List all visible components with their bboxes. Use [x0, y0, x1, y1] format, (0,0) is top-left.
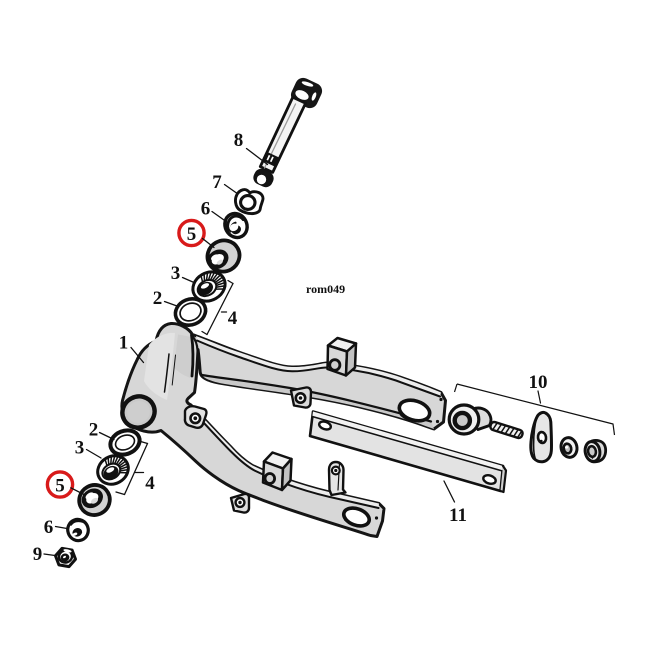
svg-text:9: 9: [33, 544, 43, 565]
svg-text:8: 8: [234, 130, 244, 151]
svg-text:3: 3: [75, 438, 85, 459]
svg-text:2: 2: [89, 420, 99, 441]
svg-text:5: 5: [55, 476, 65, 497]
svg-text:2: 2: [153, 288, 163, 309]
svg-text:rom049: rom049: [306, 282, 345, 296]
svg-text:3: 3: [171, 263, 181, 284]
svg-text:6: 6: [201, 199, 211, 220]
svg-text:7: 7: [212, 172, 222, 193]
svg-text:11: 11: [449, 505, 467, 526]
svg-text:5: 5: [187, 224, 197, 245]
svg-text:10: 10: [529, 372, 548, 393]
svg-text:6: 6: [44, 517, 54, 538]
svg-text:4: 4: [145, 473, 155, 494]
svg-text:4: 4: [228, 308, 238, 329]
svg-text:1: 1: [119, 333, 129, 354]
